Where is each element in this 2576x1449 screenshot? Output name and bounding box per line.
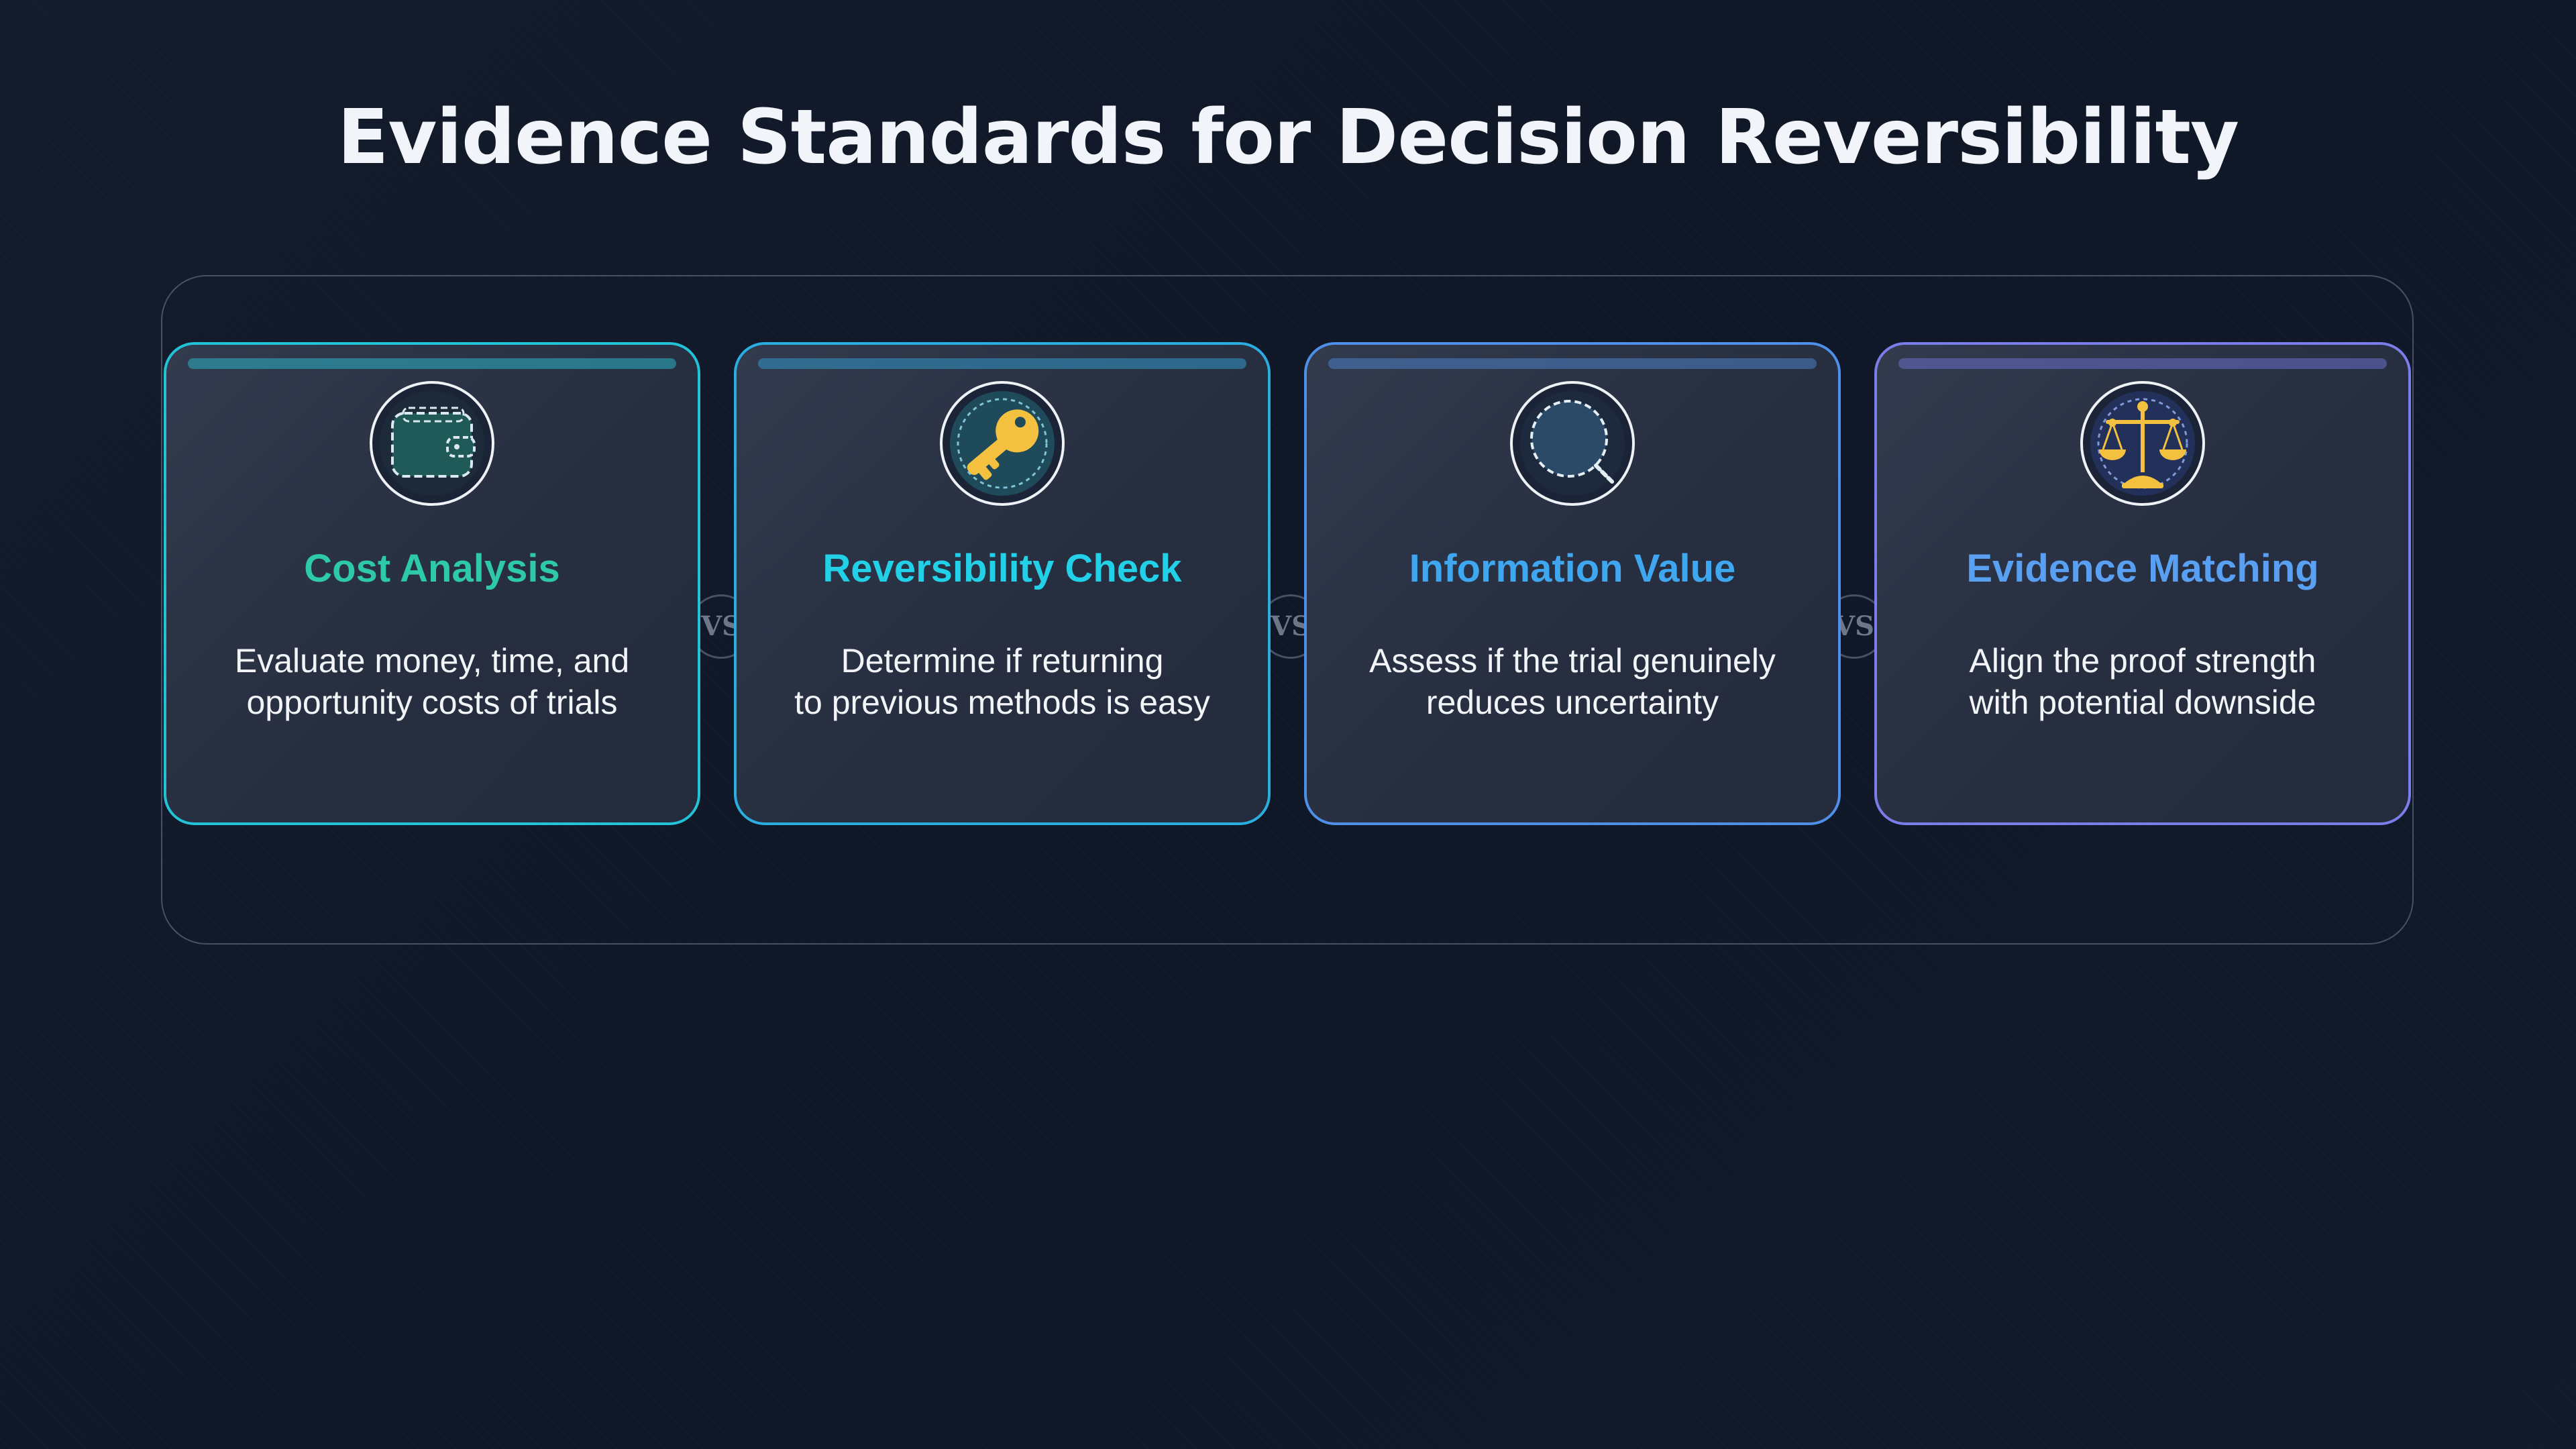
icon-badge	[370, 381, 494, 506]
card-top-bar	[758, 358, 1246, 369]
magnifier-icon	[1520, 391, 1625, 496]
card-description-line: with potential downside	[1969, 684, 2316, 721]
card-title: Information Value	[1409, 547, 1736, 590]
wallet-icon	[380, 391, 484, 496]
card-reversibility-check: Reversibility Check Determine if returni…	[734, 342, 1271, 825]
card-description: Evaluate money, time, and opportunity co…	[193, 640, 671, 723]
card-top-bar	[1898, 358, 2387, 369]
card-description-line: opportunity costs of trials	[246, 684, 618, 721]
card-description-line: reduces uncertainty	[1426, 684, 1719, 721]
card-top-bar	[1328, 358, 1817, 369]
card-description-line: Align the proof strength	[1969, 642, 2316, 680]
scales-icon	[2090, 391, 2195, 496]
card-top-bar	[188, 358, 676, 369]
card-description-line: to previous methods is easy	[794, 684, 1210, 721]
card-title: Reversibility Check	[822, 547, 1182, 590]
icon-badge	[2080, 381, 2205, 506]
card-description: Determine if returning to previous metho…	[763, 640, 1241, 723]
card-description-line: Determine if returning	[841, 642, 1164, 680]
card-title: Evidence Matching	[1966, 547, 2319, 590]
card-description-line: Evaluate money, time, and	[234, 642, 630, 680]
card-description-line: Assess if the trial genuinely	[1369, 642, 1776, 680]
card-description: Align the proof strength with potential …	[1904, 640, 2381, 723]
key-icon	[950, 391, 1055, 496]
card-information-value: Information Value Assess if the trial ge…	[1304, 342, 1841, 825]
icon-badge	[1510, 381, 1635, 506]
card-description: Assess if the trial genuinely reduces un…	[1334, 640, 1811, 723]
card-title: Cost Analysis	[304, 547, 560, 590]
icon-badge	[940, 381, 1065, 506]
card-cost-analysis: Cost Analysis Evaluate money, time, and …	[164, 342, 700, 825]
card-evidence-matching: Evidence Matching Align the proof streng…	[1874, 342, 2411, 825]
page-title: Evidence Standards for Decision Reversib…	[337, 94, 2239, 181]
cards-panel	[161, 275, 2414, 945]
